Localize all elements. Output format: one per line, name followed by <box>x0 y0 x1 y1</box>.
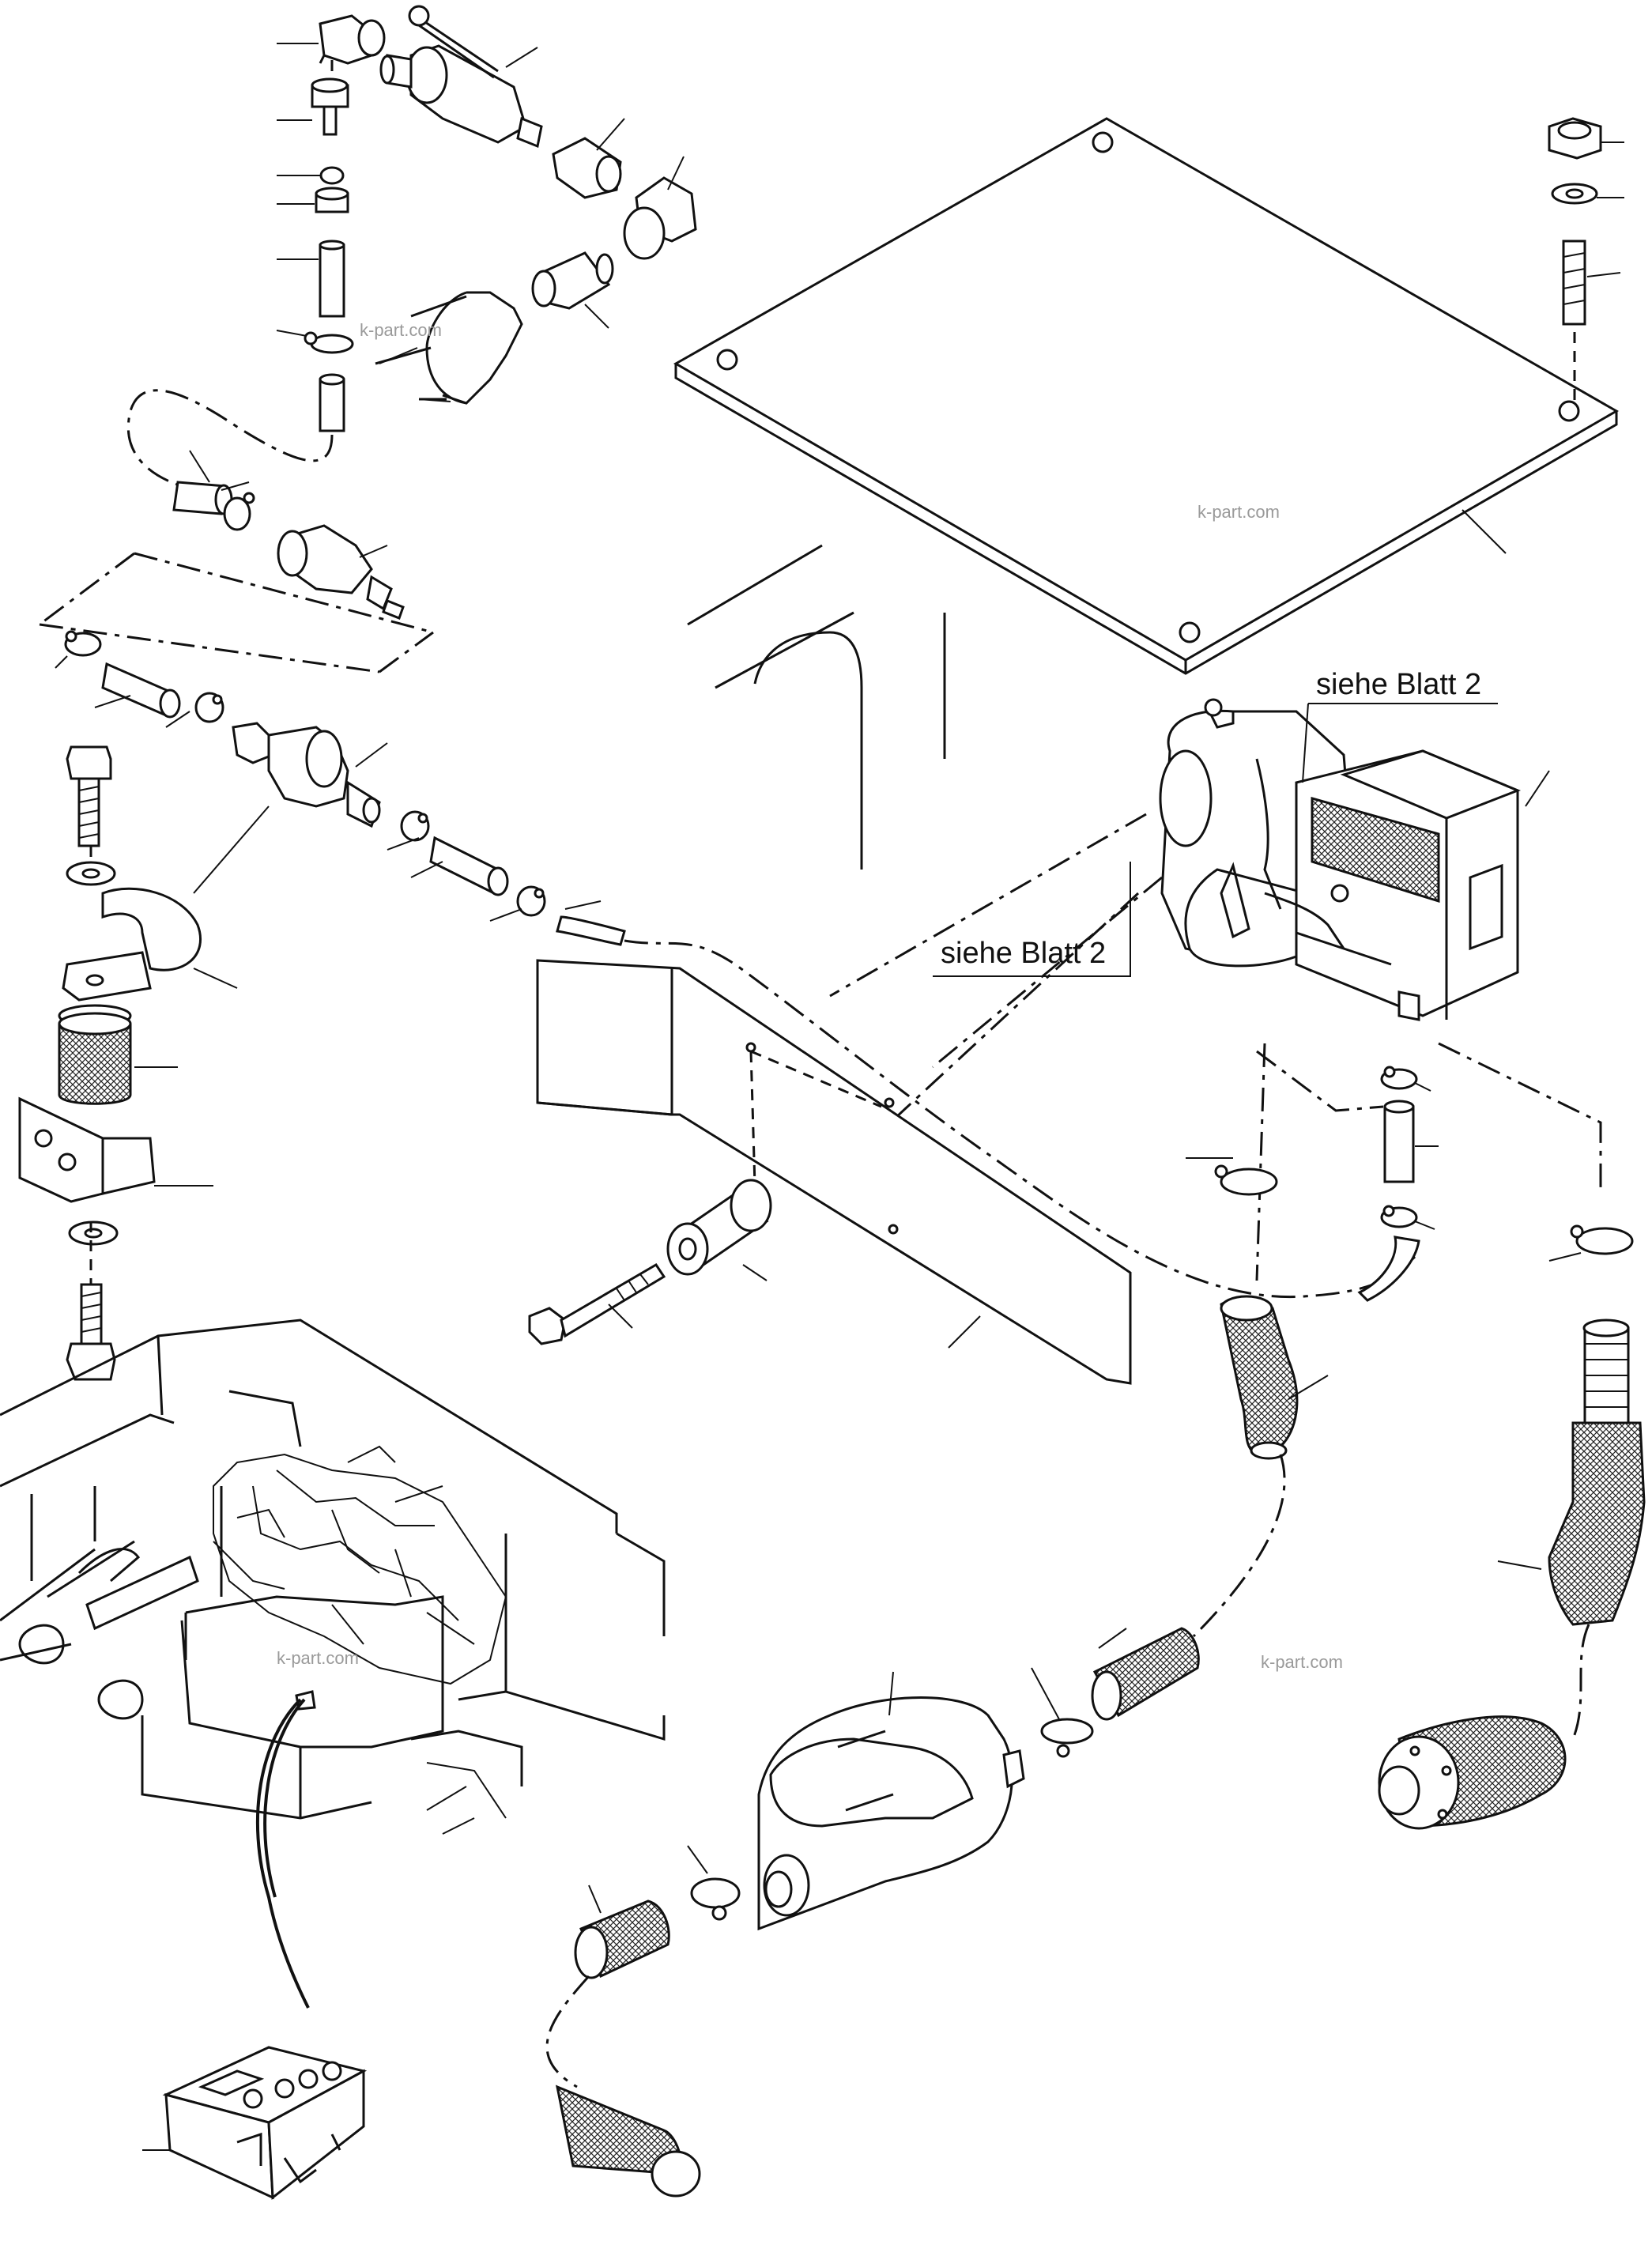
spacer-bolt <box>528 1179 772 1345</box>
watermark-3: k-part.com <box>277 1648 359 1668</box>
combustion-air-hose <box>1192 1295 1329 1638</box>
heater-control-timer <box>142 2046 368 2200</box>
fuel-line-to-heater <box>624 939 1416 1299</box>
fuel-line-route-top <box>126 389 334 492</box>
stud-nut-washer <box>1548 117 1624 403</box>
shutoff-valve <box>379 5 543 149</box>
intake-silencer <box>1378 1715 1567 1830</box>
see-sheet-label-lower: siehe Blatt 2 <box>941 937 1106 970</box>
mounting-sleeve <box>375 291 523 405</box>
filter-hose-boundary <box>39 552 434 673</box>
exhaust-hose-center <box>1031 1627 1200 1758</box>
cover-plate <box>673 117 1620 675</box>
frame-outline-lines <box>687 544 946 870</box>
exhaust-clamp-hose-bottom <box>545 1845 741 2198</box>
see-sheet-label-upper: siehe Blatt 2 <box>1316 668 1481 701</box>
clamp-hose-pair <box>55 630 224 728</box>
hose-clamps-right <box>1186 1157 1634 1262</box>
watermark-4: k-part.com <box>1261 1652 1343 1672</box>
fuel-fitting-assembly <box>276 14 386 432</box>
watermark-1: k-part.com <box>360 320 442 340</box>
see-sheet-callout-upper: siehe Blatt 2 <box>1302 668 1498 783</box>
pump-outlet-hoses <box>387 810 626 946</box>
fuel-pump <box>193 722 388 894</box>
exhaust-silencer <box>757 1671 1025 1931</box>
fuel-filter-group <box>172 450 405 620</box>
machine-frame <box>0 1319 666 2009</box>
watermark-2: k-part.com <box>1198 502 1280 522</box>
air-heater-unit <box>1159 698 1550 1021</box>
exhaust-outlet-parts <box>1255 1042 1602 1302</box>
mounting-bracket-stack <box>18 745 238 1381</box>
union-connector-chain <box>531 118 697 329</box>
heater-mounting-bracket <box>536 959 1132 1385</box>
intake-corrugated-hose <box>1497 1319 1646 1740</box>
